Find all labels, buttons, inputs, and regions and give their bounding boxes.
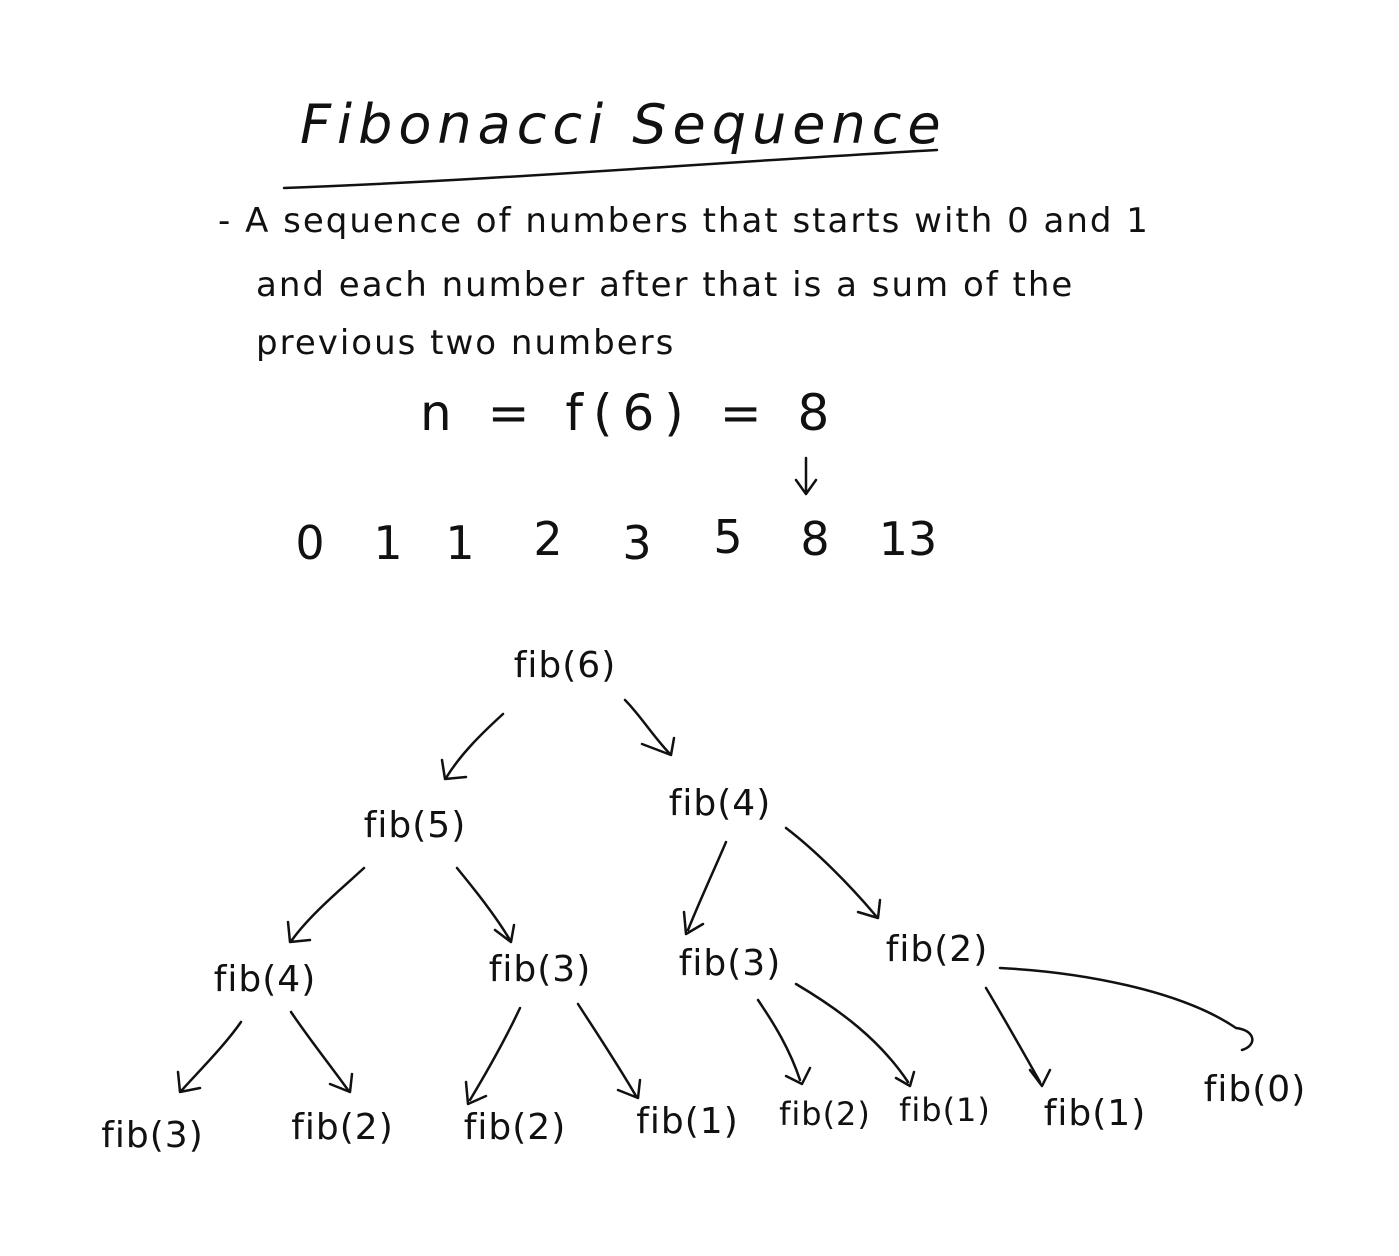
sequence-number: 2 bbox=[533, 512, 563, 566]
sequence-number: 1 bbox=[445, 516, 475, 570]
edge-fib5-left bbox=[286, 866, 366, 944]
tree-node: fib(0) bbox=[1203, 1069, 1307, 1110]
sequence-number: 0 bbox=[295, 516, 325, 570]
formula: n = f(6) = 8 bbox=[420, 384, 840, 442]
edge-l2a-right bbox=[289, 1010, 354, 1094]
edge-l2d-right bbox=[794, 982, 916, 1088]
tree-node: fib(3) bbox=[488, 949, 592, 990]
description-line-3: previous two numbers bbox=[256, 323, 676, 363]
tree-node: fib(4) bbox=[668, 783, 772, 824]
edge-l2e-left bbox=[984, 986, 1052, 1088]
description-line-2: and each number after that is a sum of t… bbox=[256, 265, 1075, 305]
page-title: Fibonacci Sequence bbox=[300, 93, 947, 156]
tree-node: fib(1) bbox=[899, 1091, 991, 1129]
tree-node: fib(2) bbox=[779, 1095, 871, 1133]
description-line-1: - A sequence of numbers that starts with… bbox=[218, 201, 1150, 241]
edge-fib5-right bbox=[455, 866, 516, 944]
tree-node: fib(2) bbox=[885, 929, 989, 970]
edge-root-right bbox=[623, 698, 676, 757]
edge-root-left bbox=[440, 712, 505, 781]
tree-node: fib(2) bbox=[291, 1107, 394, 1148]
tree-node: fib(5) bbox=[363, 805, 467, 846]
tree-node: fib(2) bbox=[463, 1107, 567, 1148]
tree-node-root: fib(6) bbox=[513, 645, 617, 686]
edge-fib4-left bbox=[682, 840, 728, 936]
sequence-number: 1 bbox=[373, 516, 403, 570]
tree-node: fib(1) bbox=[1043, 1093, 1147, 1134]
sequence-number: 13 bbox=[878, 512, 938, 566]
sequence-number-highlighted: 8 bbox=[800, 512, 830, 566]
title-underline bbox=[282, 148, 939, 190]
tree-node: fib(3) bbox=[678, 943, 782, 984]
sequence-number: 3 bbox=[622, 516, 652, 570]
sequence-number: 5 bbox=[713, 510, 743, 564]
edge-l2a-left bbox=[176, 1020, 243, 1094]
edge-l2b-left bbox=[464, 1006, 522, 1106]
edge-l2c-right bbox=[576, 1002, 642, 1100]
pointer-arrow bbox=[794, 456, 818, 496]
tree-node: fib(3) bbox=[101, 1115, 204, 1156]
tree-node: fib(1) bbox=[636, 1101, 739, 1142]
edge-l2d-left bbox=[756, 998, 812, 1086]
edge-l2e-right bbox=[998, 966, 1254, 1052]
tree-node: fib(4) bbox=[213, 959, 317, 1000]
edge-fib4-right bbox=[784, 826, 882, 920]
